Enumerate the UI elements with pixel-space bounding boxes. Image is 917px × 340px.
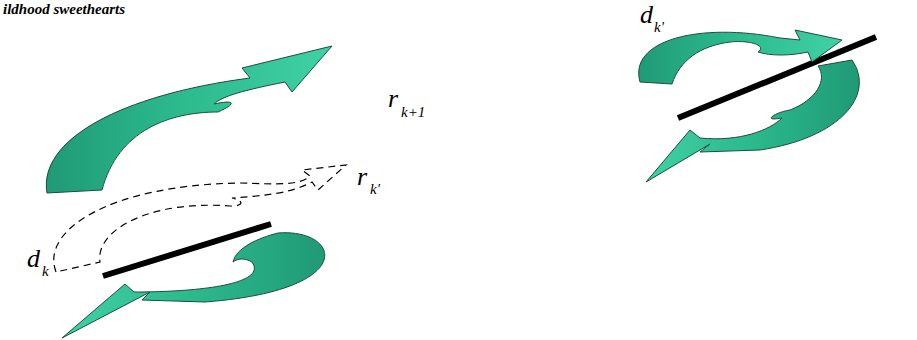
variable-subscript: k [42,264,49,279]
curved-arrow [46,46,332,193]
variable-subscript: k' [370,182,380,197]
curved-arrow [62,233,325,338]
curved-arrow [639,30,842,84]
variable-subscript: k' [654,20,664,35]
variable-letter: d [640,2,653,28]
curved-arrow [646,60,859,182]
figure-heading: ildhood sweethearts [3,2,125,17]
variable-subscript: k+1 [401,105,425,120]
variable-letter: r [388,86,398,112]
variable-letter: r [357,164,367,190]
variable-letter: d [27,246,40,272]
